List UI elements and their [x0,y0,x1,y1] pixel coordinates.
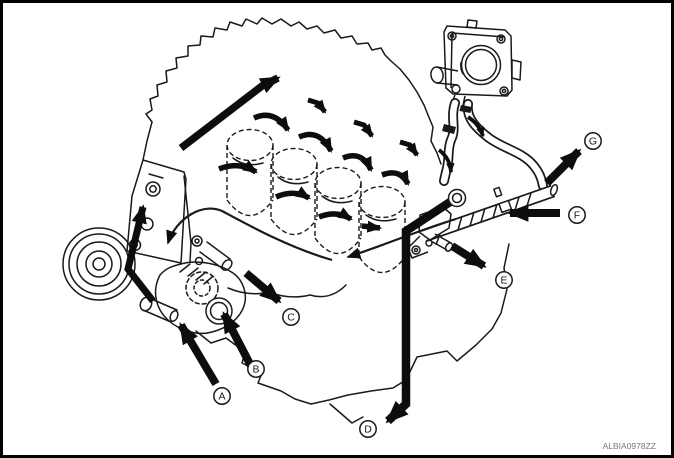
cylinder-bore-4 [358,185,406,274]
front-cover-edge [183,175,192,263]
callouts: A B C D E F G [213,132,602,438]
flow-arrow-pump-riser [124,204,156,304]
callout-b-letter: B [252,364,259,376]
callout-e-letter: E [500,275,507,287]
outlet-flange [447,188,467,208]
callout-b: B [247,360,265,378]
callout-g-letter: G [589,136,597,148]
cylinder-bore-1 [226,128,274,217]
callout-a: A [213,387,231,405]
valve-cover-ridge [145,17,429,123]
water-pump-pulley [62,227,136,301]
callout-a-letter: A [218,391,225,403]
front-bracket [126,159,187,264]
block-lower-outline [195,243,510,405]
callout-d: D [359,420,377,438]
thin-flow-arrow-left [166,207,333,262]
figure-code: ALBIA0978ZZ [603,441,656,451]
callout-c: C [282,308,300,326]
callout-e: E [495,271,513,289]
block-left-edge [142,121,153,161]
callout-g: G [584,132,602,150]
block-parting-line [227,284,347,298]
cylinder-bores [226,128,406,274]
coolant-hoses [439,98,548,191]
flow-arrow-outlet-down [385,198,453,425]
callout-arrow-a [177,322,220,387]
bold-flow-arrows [124,74,485,425]
cylinder-bore-2 [270,147,318,236]
callout-arrow-c [243,269,282,305]
callout-arrow-g [544,148,582,186]
callout-f-letter: F [574,210,580,222]
callout-d-letter: D [364,424,372,436]
block-right-edge [427,114,442,165]
callout-c-letter: C [287,312,295,324]
cylinder-bore-3 [314,166,362,255]
callout-arrow-b [220,311,255,368]
callout-arrow-e [449,242,487,270]
callout-arrows [177,148,582,387]
throttle-bore [460,44,502,86]
callout-f: F [568,206,586,224]
water-outlet-pipe [407,183,559,259]
throttle-body [430,19,522,111]
flow-arrow-main-diagonal [178,74,281,151]
